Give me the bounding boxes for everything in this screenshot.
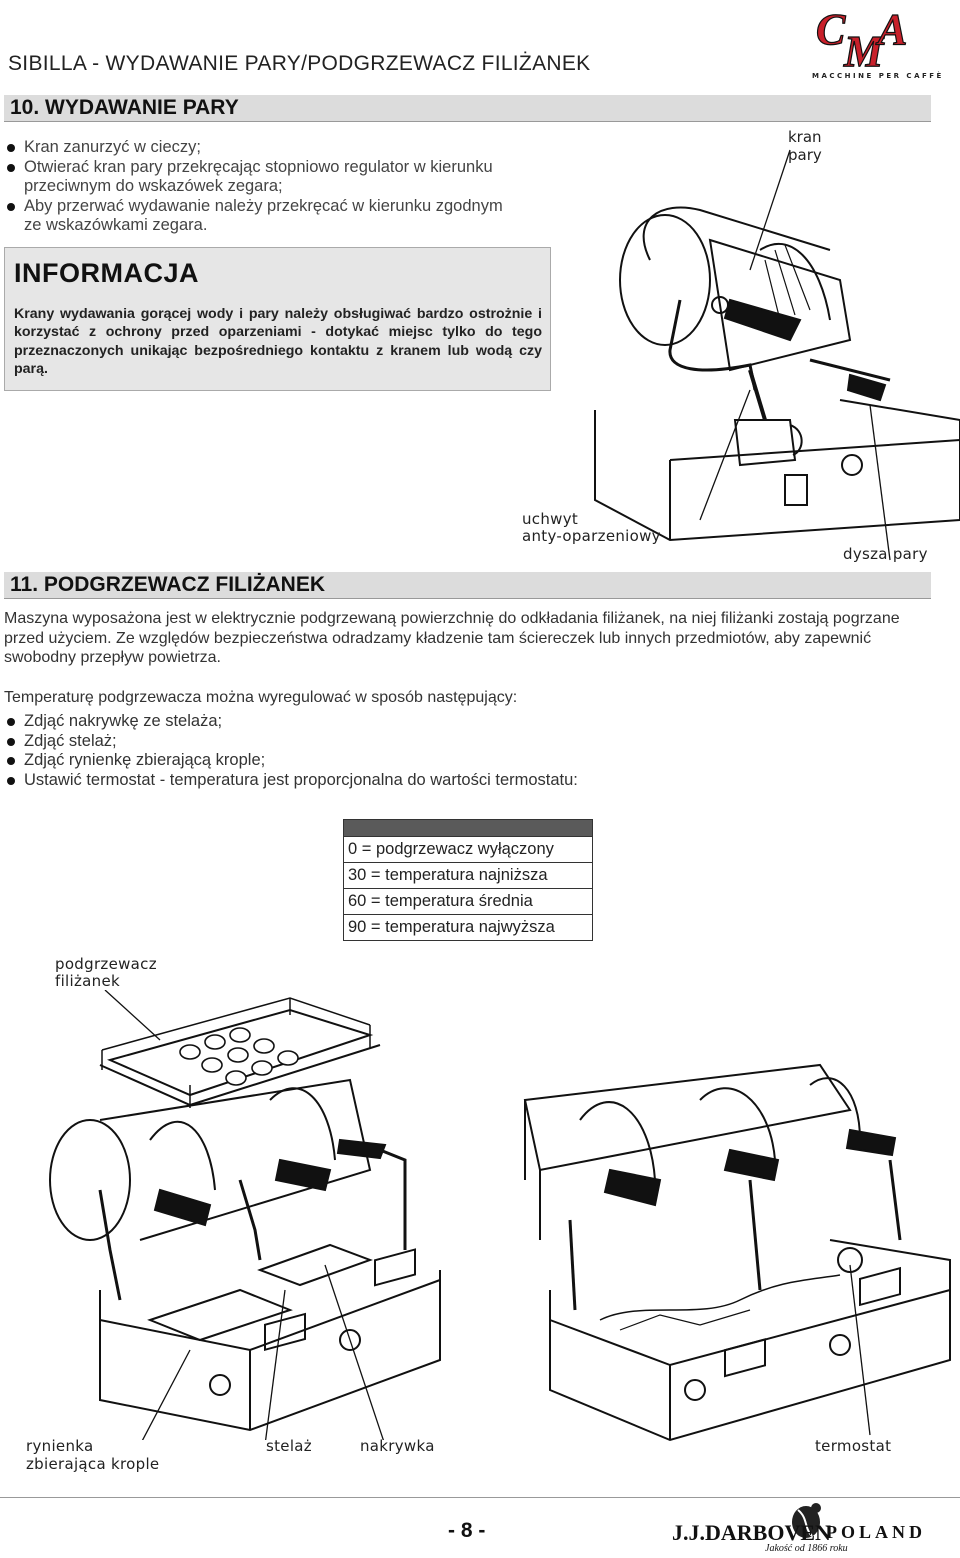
info-text: Krany wydawania gorącej wody i pary nale…	[14, 306, 542, 377]
brand-tagline: Jakość od 1866 roku	[765, 1543, 848, 1554]
label-pary: pary	[788, 146, 822, 164]
thermostat-table: 0 = podgrzewacz wyłączony 30 = temperatu…	[343, 819, 593, 941]
bullet-icon	[7, 144, 15, 152]
list-item: Zdjąć nakrywkę ze stelaża;	[4, 712, 764, 732]
list-item: Aby przerwać wydawanie należy przekręcać…	[4, 197, 524, 236]
steam-bullet-list: Kran zanurzyć w cieczy; Otwierać kran pa…	[4, 138, 524, 236]
list-item: Ustawić termostat - temperatura jest pro…	[4, 771, 764, 791]
cup-warmer-description: Maszyna wyposażona jest w elektrycznie p…	[4, 610, 900, 666]
table-row: 30 = temperatura najniższa	[343, 862, 593, 889]
cma-logo: C M A	[815, 4, 908, 76]
label-podgrzewacz: podgrzewacz	[55, 955, 157, 973]
label-nakrywka: nakrywka	[360, 1437, 435, 1455]
label-termostat: termostat	[815, 1437, 892, 1455]
page-number: - 8 -	[448, 1519, 486, 1542]
temperature-intro: Temperaturę podgrzewacza można wyregulow…	[4, 689, 518, 706]
thermostat-access-illustration	[523, 1063, 951, 1442]
bullet-icon	[7, 202, 15, 211]
info-box	[4, 247, 551, 391]
label-filizanek: filiżanek	[55, 972, 120, 990]
coffee-bean-logo	[792, 1503, 821, 1538]
machine-with-cup-warmer-illustration	[49, 990, 441, 1440]
section-10-title: 10. WYDAWANIE PARY	[10, 96, 239, 119]
table-row: 0 = podgrzewacz wyłączony	[343, 836, 593, 863]
section-11-header-bar	[4, 572, 931, 599]
list-item: Zdjąć rynienkę zbierającą krople;	[4, 751, 764, 771]
label-uchwyt: uchwyt	[522, 510, 579, 528]
list-item: Kran zanurzyć w cieczy;	[4, 138, 524, 158]
list-item: Zdjąć stelaż;	[4, 732, 764, 752]
temperature-steps-list: Zdjąć nakrywkę ze stelaża; Zdjąć stelaż;…	[4, 712, 764, 790]
brand-country: POLAND	[826, 1522, 926, 1542]
table-row: 90 = temperatura najwyższa	[343, 914, 593, 941]
label-kran: kran	[788, 128, 822, 146]
table-row: 60 = temperatura średnia	[343, 888, 593, 915]
steam-wand-illustration: kran pary	[594, 128, 960, 561]
label-rynienka: rynienka	[26, 1437, 94, 1455]
logo-subtitle: MACCHINE PER CAFFÈ	[812, 72, 944, 80]
label-zbierajaca-krople: zbierająca krople	[26, 1455, 160, 1473]
table-header-bar	[343, 819, 593, 837]
section-11-title: 11. PODGRZEWACZ FILIŻANEK	[10, 573, 326, 596]
label-anty-oparzeniowy: anty-oparzeniowy	[522, 527, 661, 545]
bullet-icon	[7, 163, 15, 172]
label-dysza-pary: dysza pary	[843, 545, 928, 563]
bullet-icon	[7, 737, 15, 746]
bullet-icon	[7, 757, 15, 765]
darboven-brand: J.J.DARBOVEN	[672, 1520, 831, 1545]
document-title: SIBILLA - WYDAWANIE PARY/PODGRZEWACZ FIL…	[8, 52, 591, 75]
info-title: INFORMACJA	[14, 258, 199, 288]
bullet-icon	[7, 718, 15, 726]
bullet-icon	[7, 776, 15, 785]
list-item: Otwierać kran pary przekręcając stopniow…	[4, 158, 524, 197]
label-stelaz: stelaż	[266, 1437, 312, 1455]
svg-text:C: C	[816, 5, 846, 54]
svg-text:A: A	[875, 5, 907, 54]
section-10-header-bar	[4, 95, 931, 122]
svg-text:M: M	[843, 27, 885, 76]
footer-divider	[0, 1497, 960, 1498]
